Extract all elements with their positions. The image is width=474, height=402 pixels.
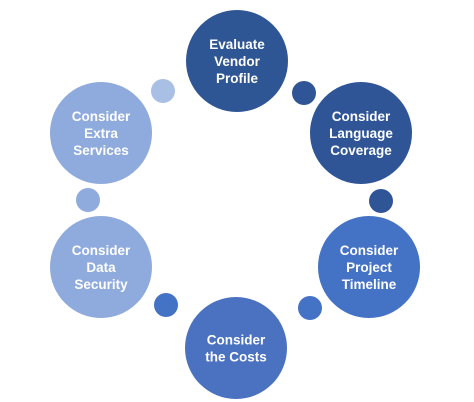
- node-label-line: Consider: [207, 333, 266, 348]
- node-label-line: Language: [329, 126, 393, 141]
- node-consider-the-costs: Consider the Costs: [185, 297, 287, 399]
- node-circle: [310, 82, 412, 184]
- node-label-line: Services: [73, 143, 129, 158]
- node-circle: [185, 297, 287, 399]
- connector-5-dot: [76, 188, 100, 212]
- connector-4-dot: [154, 293, 178, 317]
- nodes-layer: EvaluateVendorProfileConsiderLanguageCov…: [50, 10, 420, 399]
- connectors-layer: [76, 79, 393, 320]
- node-label-line: Extra: [84, 126, 118, 141]
- node-label-line: Security: [74, 277, 128, 292]
- node-label-line: Profile: [216, 71, 259, 86]
- node-label-line: Consider: [340, 243, 399, 258]
- node-circle: [318, 216, 420, 318]
- connector-3-dot: [298, 296, 322, 320]
- node-circle: [50, 82, 152, 184]
- connector-6-dot: [151, 79, 175, 103]
- node-label-line: Consider: [332, 109, 391, 124]
- connector-2-dot: [369, 189, 393, 213]
- node-label-line: Timeline: [342, 277, 397, 292]
- connector-1-dot: [292, 81, 316, 105]
- node-label-line: the Costs: [205, 350, 267, 365]
- node-label-line: Data: [86, 260, 116, 275]
- node-label-line: Consider: [72, 109, 131, 124]
- node-circle: [50, 216, 152, 318]
- node-label-line: Project: [346, 260, 392, 275]
- node-label-line: Consider: [72, 243, 131, 258]
- node-label-line: Coverage: [330, 143, 392, 158]
- node-circle: [186, 10, 288, 112]
- node-label-line: Vendor: [214, 54, 261, 69]
- node-label-line: Evaluate: [209, 37, 265, 52]
